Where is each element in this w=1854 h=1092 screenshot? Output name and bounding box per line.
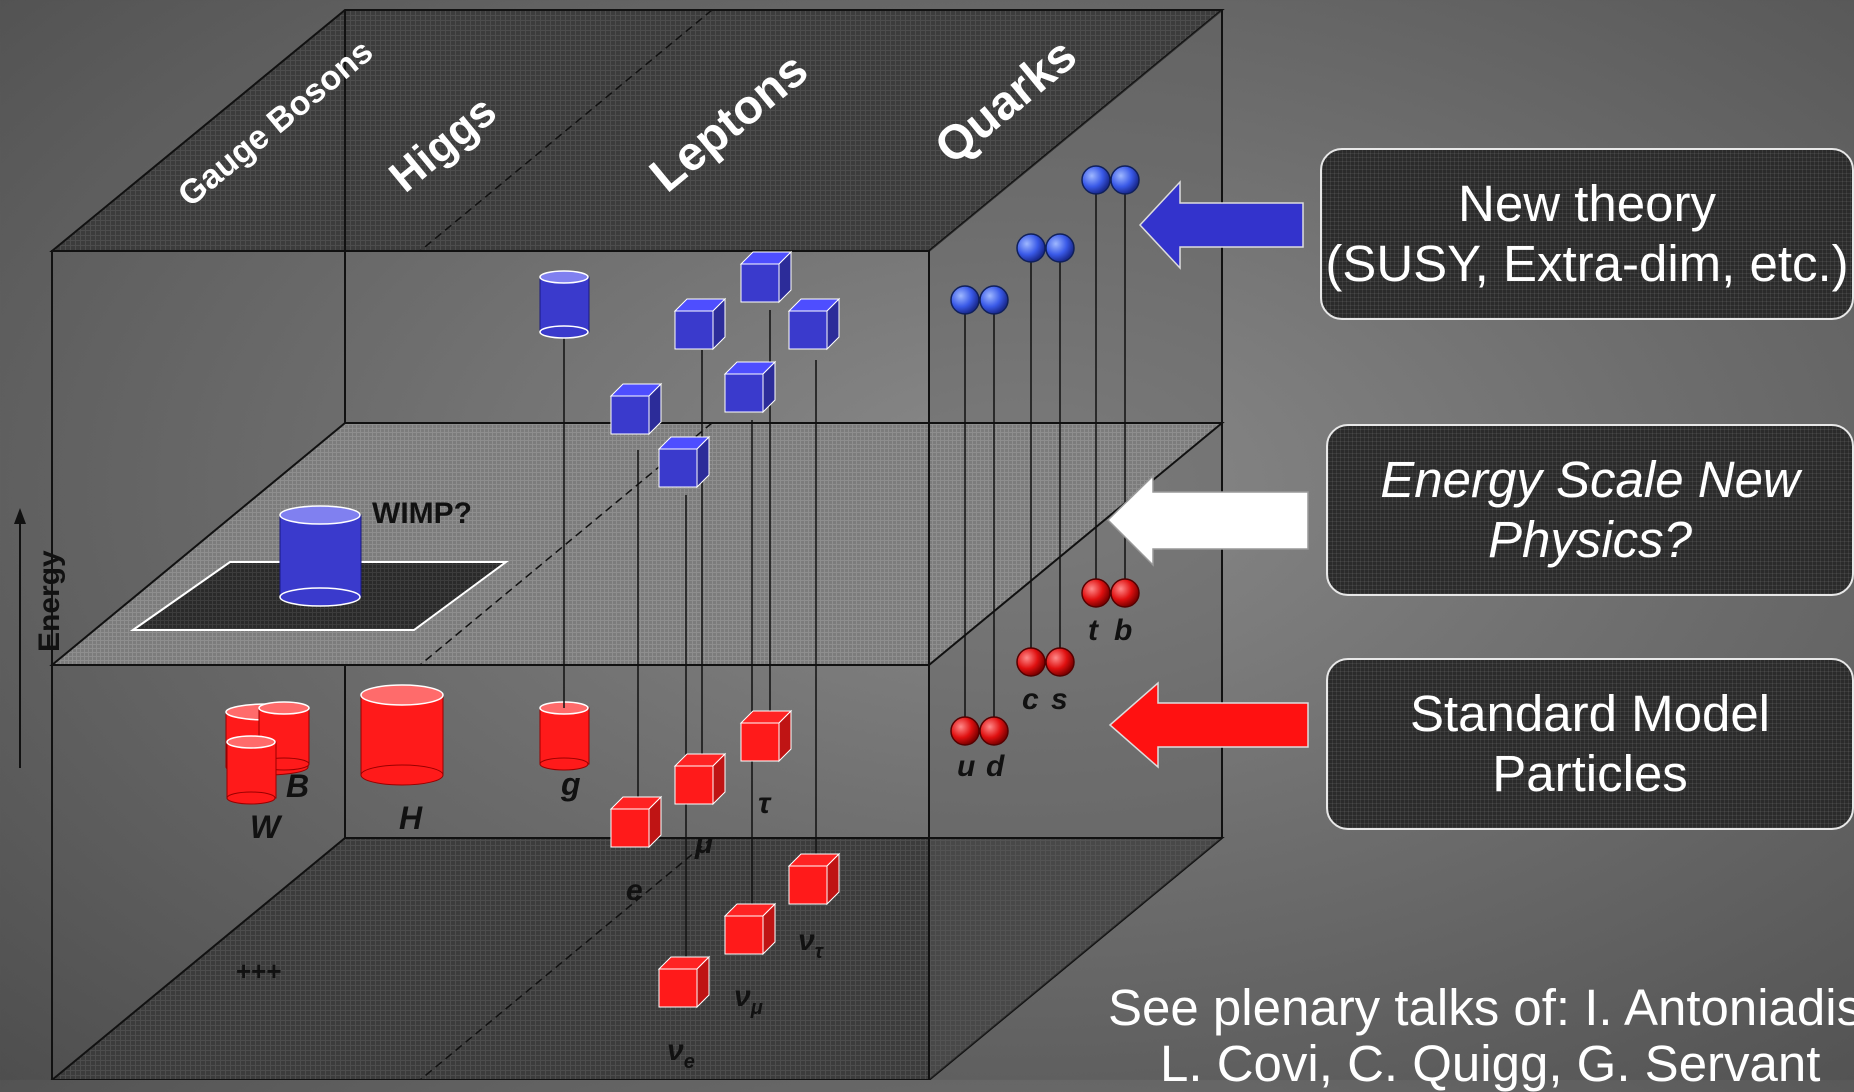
cube-tau xyxy=(739,709,793,763)
label-plus: +++ xyxy=(236,956,282,986)
cube-smuon xyxy=(673,297,727,351)
red-arrow xyxy=(1108,681,1309,769)
label-c: c xyxy=(1022,683,1039,716)
callout-standard-model-line1: Standard Model xyxy=(1409,685,1771,742)
gluon xyxy=(539,701,590,771)
callout-energy-scale-line2: Physics? xyxy=(1487,511,1693,568)
blue-arrow xyxy=(1138,180,1304,270)
callout-standard-model-line2: Particles xyxy=(1492,745,1688,802)
cube-nu-tau xyxy=(787,852,841,906)
cube-stau xyxy=(739,250,793,304)
footer-line1: See plenary talks of: I. Antoniadis, xyxy=(1108,979,1854,1036)
wimp-label: WIMP? xyxy=(372,497,472,530)
cube-selectron xyxy=(609,382,663,436)
callout-new-theory-line1: New theory xyxy=(1458,175,1716,232)
cube-nu-mu xyxy=(723,902,777,956)
cube-mu xyxy=(673,752,727,806)
label-d: d xyxy=(986,750,1005,783)
higgs-lepton-divider xyxy=(419,9,713,252)
callout-new-theory: New theory (SUSY, Extra-dim, etc.) xyxy=(1320,148,1854,320)
callout-standard-model: Standard Model Particles xyxy=(1326,658,1854,830)
gluino xyxy=(539,270,590,708)
label-s: s xyxy=(1051,683,1068,716)
footer-line2: L. Covi, C. Quigg, G. Servant xyxy=(1160,1035,1821,1092)
quark-spheres xyxy=(950,578,1140,746)
cube-sneutrino-mu xyxy=(723,360,777,414)
quark-stems xyxy=(964,180,1126,730)
label-tau: τ xyxy=(758,787,772,820)
cube-e xyxy=(609,795,663,849)
label-t: t xyxy=(1088,614,1100,647)
label-nu-mu: νμ xyxy=(734,980,763,1019)
label-u: u xyxy=(957,750,975,783)
energy-axis-label: Energy xyxy=(33,550,66,652)
callout-new-theory-line2: (SUSY, Extra-dim, etc.) xyxy=(1325,235,1849,292)
label-e: e xyxy=(626,874,643,907)
label-nu-tau: ντ xyxy=(798,924,825,963)
cube-sneutrino-tau xyxy=(787,297,841,351)
label-g: g xyxy=(560,766,581,802)
label-h: H xyxy=(399,800,423,836)
label-w: W xyxy=(250,809,283,845)
callout-energy-scale-line1: Energy Scale New xyxy=(1380,451,1800,508)
label-mu: μ xyxy=(694,827,713,860)
wimp-particle xyxy=(279,505,362,607)
label-nu-e: νe xyxy=(667,1034,695,1073)
squark-spheres xyxy=(950,165,1140,315)
plenary-footer: See plenary talks of: I. Antoniadis, L. … xyxy=(1108,980,1854,1092)
label-b: B xyxy=(286,768,309,804)
w-boson-front xyxy=(226,735,277,805)
label-b-quark: b xyxy=(1114,614,1132,647)
cube-nu-e xyxy=(657,955,711,1009)
lepton-cubes xyxy=(609,250,841,1009)
higgs-boson xyxy=(360,684,444,786)
white-arrow xyxy=(1106,474,1309,567)
cube-sneutrino-e xyxy=(657,435,711,489)
callout-energy-scale: Energy Scale New Physics? xyxy=(1326,424,1854,596)
